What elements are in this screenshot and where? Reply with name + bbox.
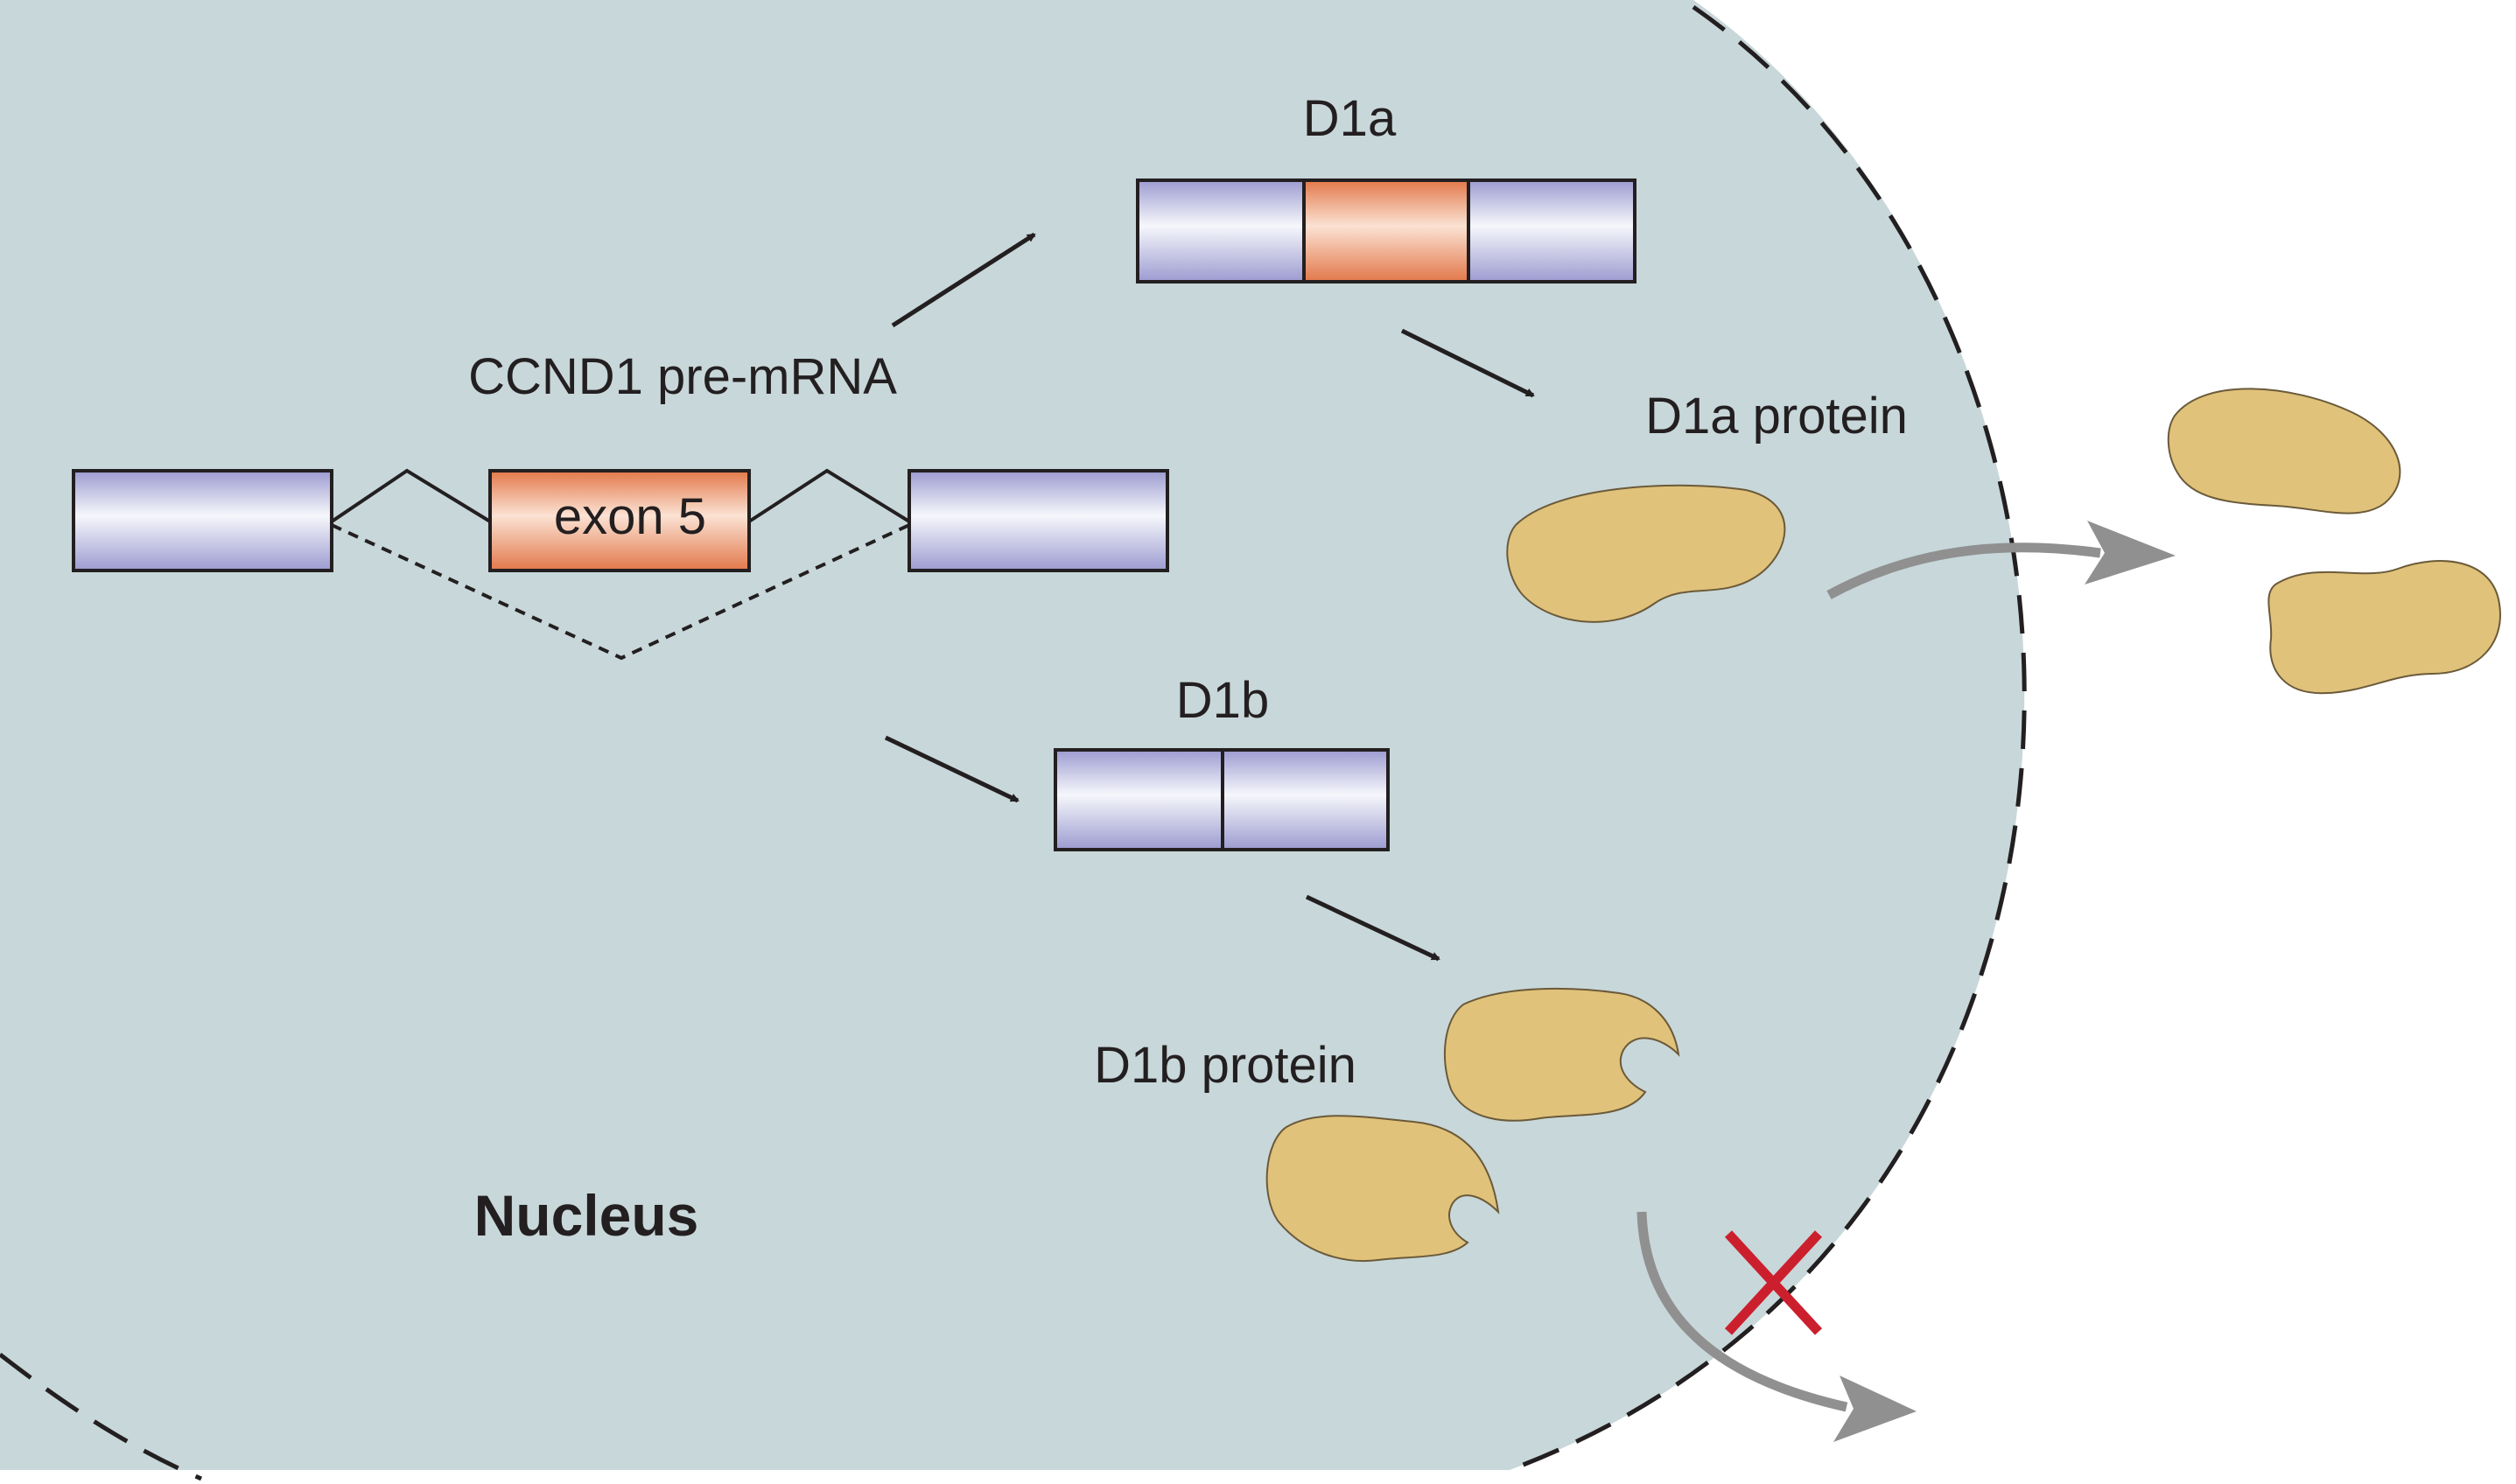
arrow-d1a-to-protein [1400,328,1535,398]
d1a-exon-2 [1467,178,1636,284]
arrow-d1b-to-protein [1305,894,1440,962]
d1a-protein-exported-2 [2267,560,2501,695]
block-x-icon [1724,1230,1823,1335]
d1a-label: D1a [1303,90,1397,147]
exon-5-label: exon 5 [554,488,706,545]
arrow-to-d1a [891,232,1036,328]
blocked-export-arrow-head [1833,1376,1917,1442]
nucleus-membrane-bottom-left [0,1353,203,1481]
d1a-exon-5 [1302,178,1470,284]
d1b-label: D1b [1176,672,1269,729]
d1b-exon-1 [1054,748,1224,851]
nucleus-label: Nucleus [474,1183,699,1248]
d1a-protein-nuclear [1506,484,1786,623]
d1a-protein-exported-1 [2167,388,2401,514]
d1b-protein-2 [1265,1115,1500,1262]
d1b-protein-1 [1443,987,1680,1122]
pre-mrna-label: CCND1 pre-mRNA [468,348,897,405]
nucleus-membrane [1509,4,2027,1473]
intron-splice-line-left [330,468,492,523]
intron-splice-line-right [747,468,911,523]
export-arrow [1826,542,2101,599]
exon-skip-line [331,523,910,661]
pre-mrna-exon-left [72,469,333,572]
export-arrow-head [2085,521,2176,584]
d1b-protein-label: D1b protein [1094,1037,1356,1094]
pre-mrna-exon-right [908,469,1169,572]
nucleus-region [0,0,2025,1470]
d1b-exon-2 [1221,748,1390,851]
blocked-export-arrow [1636,1211,1848,1412]
d1a-exon-1 [1136,178,1306,284]
arrow-to-d1b [884,735,1020,803]
d1a-protein-label: D1a protein [1645,388,1908,444]
